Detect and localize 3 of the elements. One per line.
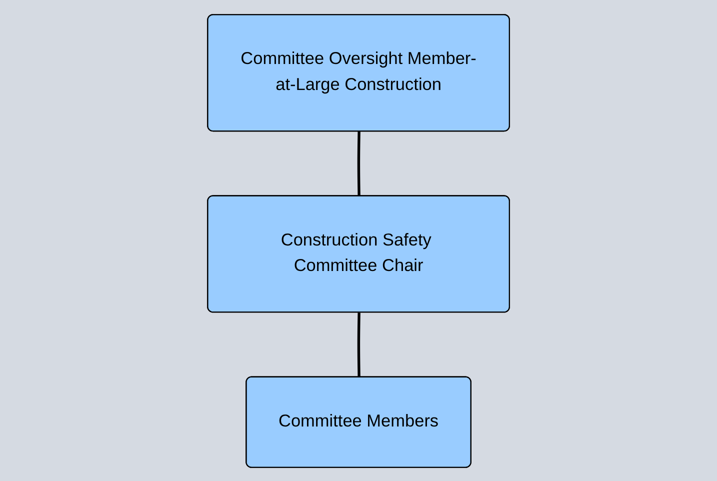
- connector: [357, 131, 360, 196]
- connector: [357, 312, 360, 377]
- org-chart: Committee Oversight Member-at-Large Construction Construction Safety Committee Chair Committee Members: [198, 6, 518, 476]
